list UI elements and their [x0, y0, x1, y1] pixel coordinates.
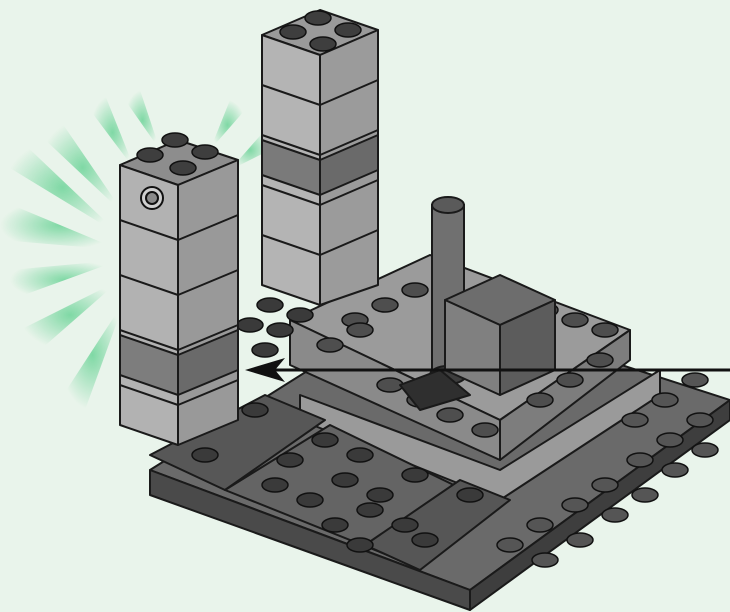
back-tower — [262, 10, 378, 305]
left-tower — [120, 140, 238, 445]
technic-hole-icon — [141, 187, 163, 209]
